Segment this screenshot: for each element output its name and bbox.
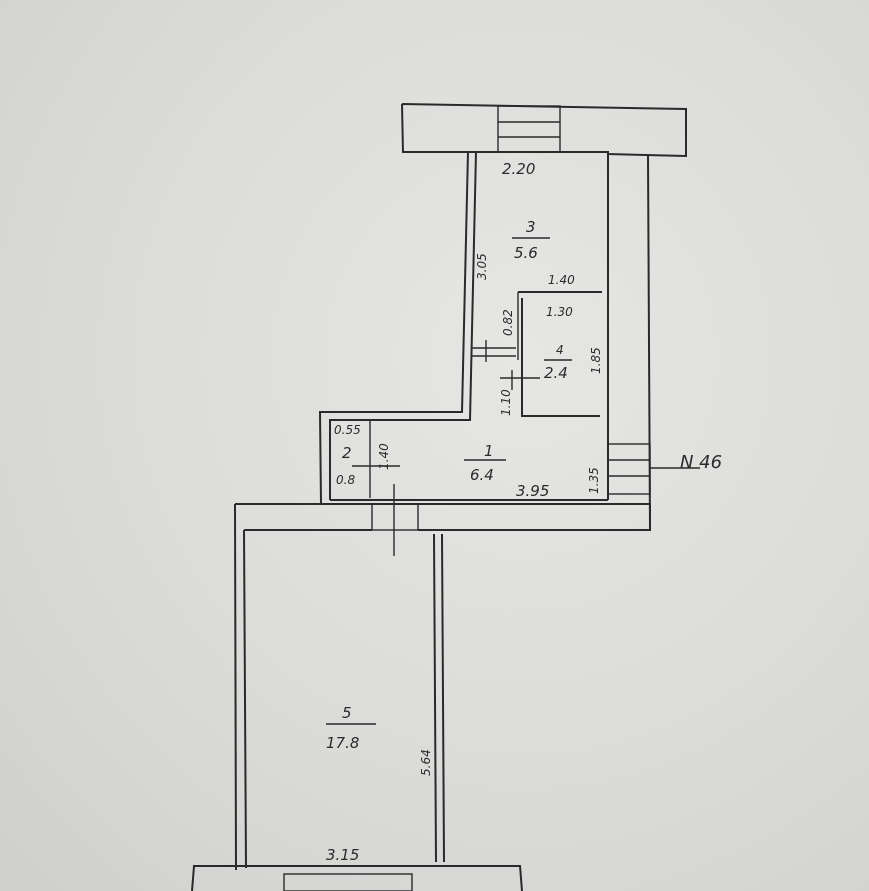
room-5-area: 17.8 [326,734,359,752]
dim-1-40-small: 1.40 [377,443,391,470]
room-1-area: 6.4 [470,466,494,484]
room-1-label: 1 6.4 [464,442,506,484]
room-4-walls [472,291,602,417]
room-1-walls [330,420,608,556]
dim-1-30: 1.30 [546,305,573,319]
room-5-label: 5 17.8 [326,704,376,752]
top-stair-block [401,103,687,158]
unit-marker: N 46 [680,452,722,473]
room-4-label: 4 2.4 [544,343,572,382]
room-2-label: 2 0.8 [336,444,355,487]
room-4-area: 2.4 [544,364,568,382]
dim-0-55: 0.55 [334,423,361,437]
dim-2-20: 2.20 [502,160,535,178]
dim-1-40-top: 1.40 [548,273,575,287]
upper-walls [318,151,651,531]
dim-1-10: 1.10 [499,389,513,416]
room-1-number: 1 [484,442,494,460]
dim-3-15: 3.15 [326,846,359,864]
room-2-number: 2 [342,444,352,462]
dim-3-05: 3.05 [475,253,489,280]
room-3-number: 3 [526,218,536,236]
room-5-walls [234,503,445,871]
dim-1-35: 1.35 [587,467,601,494]
room-3-area: 5.6 [514,244,538,262]
room-4-number: 4 [556,343,564,357]
room-5-number: 5 [342,704,352,722]
right-entrance-steps [607,443,700,495]
dim-5-64: 5.64 [419,749,433,776]
dim-0-82: 0.82 [501,309,515,336]
dim-1-85: 1.85 [589,347,603,374]
room-2-area: 0.8 [336,473,355,487]
middle-wall [235,503,651,531]
dim-3-95: 3.95 [516,482,549,500]
bottom-block [191,865,523,891]
room-3-label: 3 5.6 [512,218,550,262]
